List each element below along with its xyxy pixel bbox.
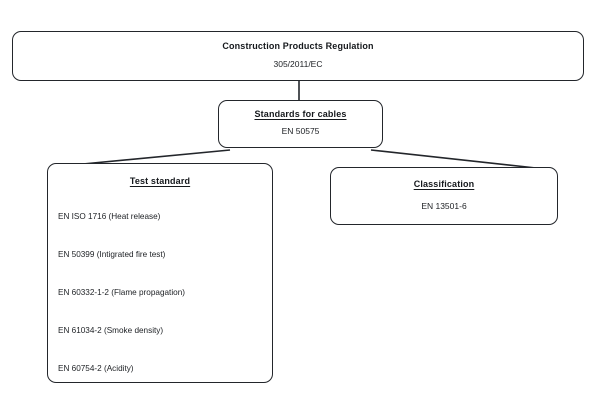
list-item: EN ISO 1716 (Heat release) (58, 212, 161, 221)
node-regulation-title: Construction Products Regulation (222, 41, 374, 51)
test-standard-list: EN ISO 1716 (Heat release) EN 50399 (Int… (48, 198, 272, 388)
node-construction-products-regulation: Construction Products Regulation 305/201… (12, 31, 584, 81)
node-test-standard-title: Test standard (129, 176, 191, 186)
node-classification: Classification EN 13501-6 (330, 167, 558, 225)
node-standards-for-cables: Standards for cables EN 50575 (218, 100, 383, 148)
node-classification-subtitle: EN 13501-6 (421, 201, 467, 211)
list-item: EN 60332-1-2 (Flame propagation) (58, 288, 185, 297)
node-regulation-subtitle: 305/2011/EC (273, 59, 323, 69)
node-test-standard: Test standard EN ISO 1716 (Heat release)… (47, 163, 273, 383)
node-standards-subtitle: EN 50575 (281, 126, 320, 136)
connector-standards-to-classification (370, 149, 546, 170)
node-classification-title: Classification (413, 179, 475, 189)
list-item: EN 61034-2 (Smoke density) (58, 326, 164, 335)
list-item: EN 60754-2 (Acidity) (58, 364, 134, 373)
list-item: EN 50399 (Intigrated fire test) (58, 250, 166, 259)
node-standards-title: Standards for cables (254, 109, 347, 119)
